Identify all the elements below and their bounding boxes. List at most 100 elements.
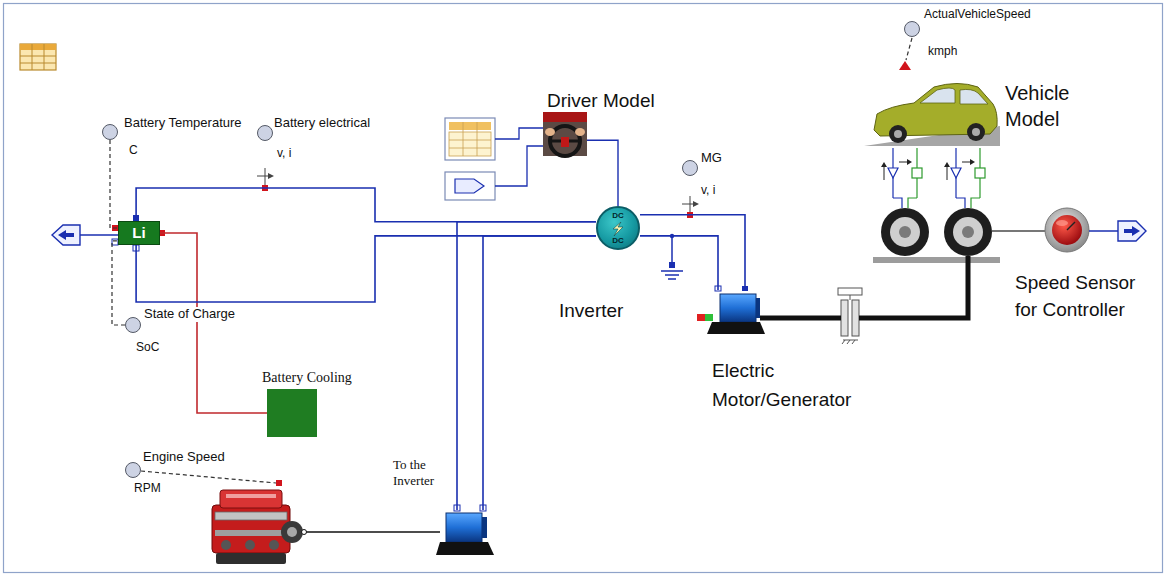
block-title: Inverter — [559, 298, 623, 325]
wheel-illustration — [953, 217, 983, 247]
clutch-symbol — [852, 300, 859, 336]
wheel-illustration — [899, 226, 911, 238]
driver-inputs — [449, 122, 491, 130]
battery-output-port — [58, 230, 74, 240]
sensor-circle: ActualVehicleSpeedkmph — [904, 21, 920, 37]
driver-inputs — [463, 122, 464, 156]
motor-illustration — [705, 314, 713, 321]
engine-speed-link — [141, 471, 276, 483]
clutch-symbol — [834, 316, 841, 321]
driver-illustration — [543, 112, 587, 122]
ground-symbol — [665, 274, 679, 276]
wheel-force-signals — [912, 168, 922, 178]
driver-inputs — [449, 132, 491, 156]
wheel-force-signals — [893, 198, 902, 208]
engine-illustration — [303, 531, 440, 533]
wheel-force-signals — [947, 165, 948, 180]
clutch-symbol — [834, 286, 866, 344]
clutch-symbol — [850, 295, 851, 300]
wheel-force-signals — [944, 162, 950, 167]
wheel-force-signals — [908, 198, 917, 208]
speed-sensor-illustration — [1052, 215, 1082, 245]
engine-illustration — [215, 530, 287, 536]
lightning-symbol — [613, 222, 623, 236]
sensor-circle: Engine SpeedRPM — [125, 462, 141, 478]
driver-illustration — [575, 128, 585, 136]
wheel-illustration — [873, 257, 937, 263]
table-icon — [20, 44, 56, 70]
engine-illustration — [220, 490, 282, 508]
car-illustration — [894, 130, 902, 138]
engine-illustration — [302, 530, 307, 535]
clutch-symbol — [852, 340, 855, 344]
motor-illustration — [756, 298, 760, 318]
vehicle-model: Vehicle Model — [862, 78, 1000, 256]
block-title: Speed Sensor for Controller — [1015, 270, 1155, 323]
cooling-block: Battery Cooling — [267, 389, 317, 437]
speed-sensor-illustration — [1045, 208, 1089, 252]
speed-sensor: Speed Sensor for Controller — [1045, 208, 1089, 252]
driver-inputs — [477, 122, 478, 156]
wheel-illustration — [873, 208, 1000, 263]
clutch-symbol — [838, 288, 862, 295]
sensor-unit: v, i — [277, 147, 291, 161]
wheel-force-signals — [956, 198, 965, 208]
electric-wire — [136, 236, 596, 302]
electric-wire — [640, 236, 718, 290]
speed-sensor-illustration — [1089, 230, 1118, 232]
generator: To the Inverter — [440, 510, 490, 554]
dc-label: DC — [598, 211, 638, 220]
engine-illustration — [212, 505, 290, 553]
speed-sensor-illustration — [1118, 221, 1146, 241]
car-illustration — [920, 88, 955, 103]
clutch-symbol — [834, 286, 866, 344]
generator-illustration — [436, 542, 494, 555]
table-icon — [20, 63, 56, 64]
ground-symbol — [669, 262, 675, 268]
vehicle-speed-link — [899, 61, 911, 70]
engine-illustration — [215, 512, 287, 520]
sensor-name: Battery Temperature — [124, 116, 242, 131]
inverter: DCDCInverter — [596, 206, 640, 250]
electric-machine: Electric Motor/Generator — [715, 290, 760, 332]
engine-illustration — [269, 540, 279, 550]
sensor-link — [112, 241, 125, 325]
driver-inputs — [449, 148, 491, 149]
block-title: Electric Motor/Generator — [712, 356, 894, 415]
wheel-force-signals — [888, 168, 898, 178]
table-icon — [32, 44, 33, 70]
block-title: Vehicle Model — [1005, 80, 1097, 132]
car-illustration — [864, 84, 1000, 147]
wheel-illustration — [881, 208, 929, 256]
engine-illustration — [245, 540, 255, 550]
block-label: Battery Cooling — [262, 370, 352, 386]
sensor-unit: v, i — [701, 184, 715, 198]
wheel-force-signals — [975, 168, 985, 178]
table-icon — [20, 44, 56, 50]
ground-symbol — [671, 236, 673, 262]
ground-symbol — [668, 278, 676, 280]
speed-sensor-illustration — [1067, 222, 1075, 230]
driver-inputs — [445, 172, 495, 200]
signal-line — [587, 140, 618, 206]
driver-inputs — [445, 118, 543, 200]
sensor-name: Engine Speed — [143, 450, 225, 465]
driver-illustration — [561, 137, 569, 147]
motor-illustration — [697, 314, 705, 321]
battery-pins — [112, 215, 165, 251]
wheel-force-signals — [907, 159, 912, 165]
car-illustration — [967, 123, 985, 141]
car-illustration — [889, 125, 907, 143]
wheel-force-signals — [881, 162, 887, 167]
driver-illustration — [543, 112, 587, 156]
sensor-circle: Battery TemperatureC — [102, 124, 118, 140]
clutch-symbol — [859, 316, 866, 321]
engine-illustration — [226, 494, 276, 498]
engine-illustration — [216, 553, 286, 564]
electric-wire — [483, 236, 596, 510]
speed-sensor-illustration — [1124, 226, 1140, 236]
ground-symbol — [661, 270, 683, 272]
battery-cell: Li — [118, 221, 160, 245]
